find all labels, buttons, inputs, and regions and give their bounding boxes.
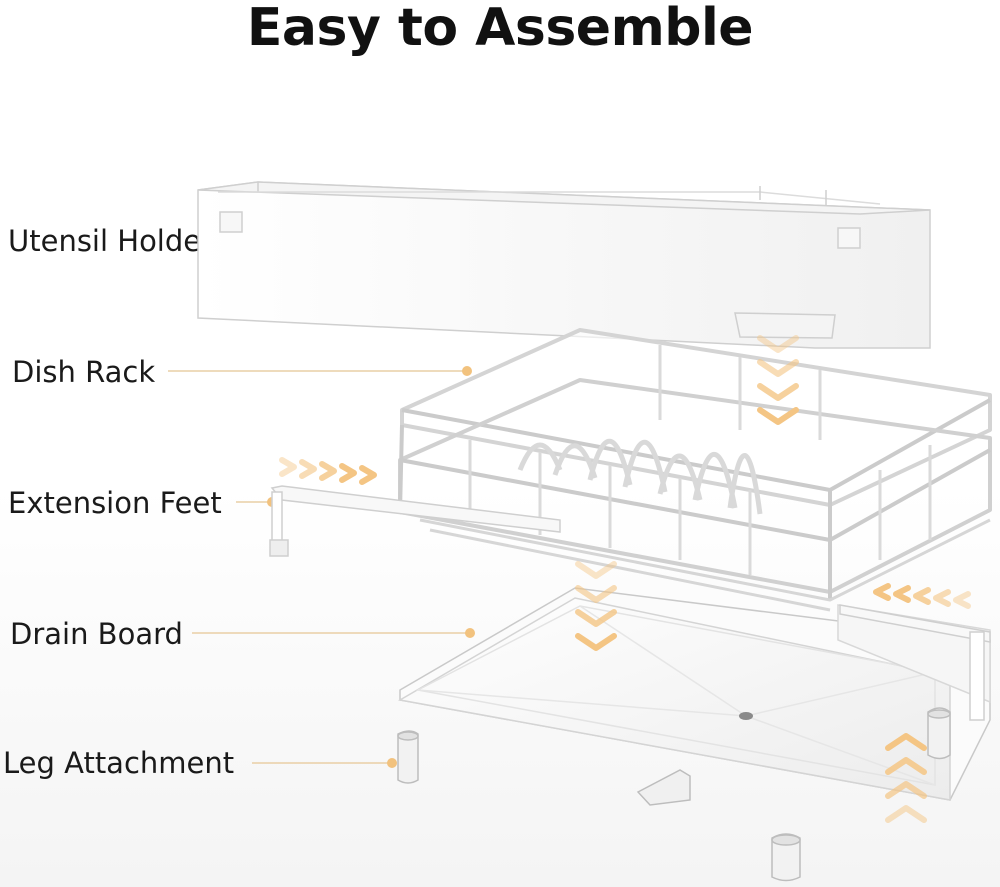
leader-dish-rack — [168, 366, 472, 376]
chevron-right-icon — [279, 457, 377, 485]
chevron-down-icon — [575, 561, 617, 651]
leader-drain-board — [192, 628, 475, 638]
page-title: Easy to Assemble — [246, 0, 754, 58]
extension-feet-illustration — [269, 485, 991, 721]
label-drain-board: Drain Board — [10, 617, 183, 651]
label-utensil-holder: Utensil Holder — [8, 224, 214, 258]
leader-leg-attachment — [252, 758, 397, 768]
drain-board-illustration — [397, 587, 991, 801]
utensil-holder-illustration — [197, 181, 931, 349]
chevron-left-icon — [873, 583, 971, 609]
assembly-arrows — [279, 335, 971, 823]
leader-extension-feet — [236, 497, 277, 507]
chevron-up-icon — [885, 733, 927, 823]
chevron-down-icon — [757, 335, 799, 425]
leg-attachment-illustration — [397, 707, 951, 882]
label-extension-feet: Extension Feet — [8, 486, 222, 520]
label-dish-rack: Dish Rack — [12, 355, 156, 389]
dish-rack-illustration — [398, 328, 992, 612]
label-leg-attachment: Leg Attachment — [3, 746, 235, 780]
